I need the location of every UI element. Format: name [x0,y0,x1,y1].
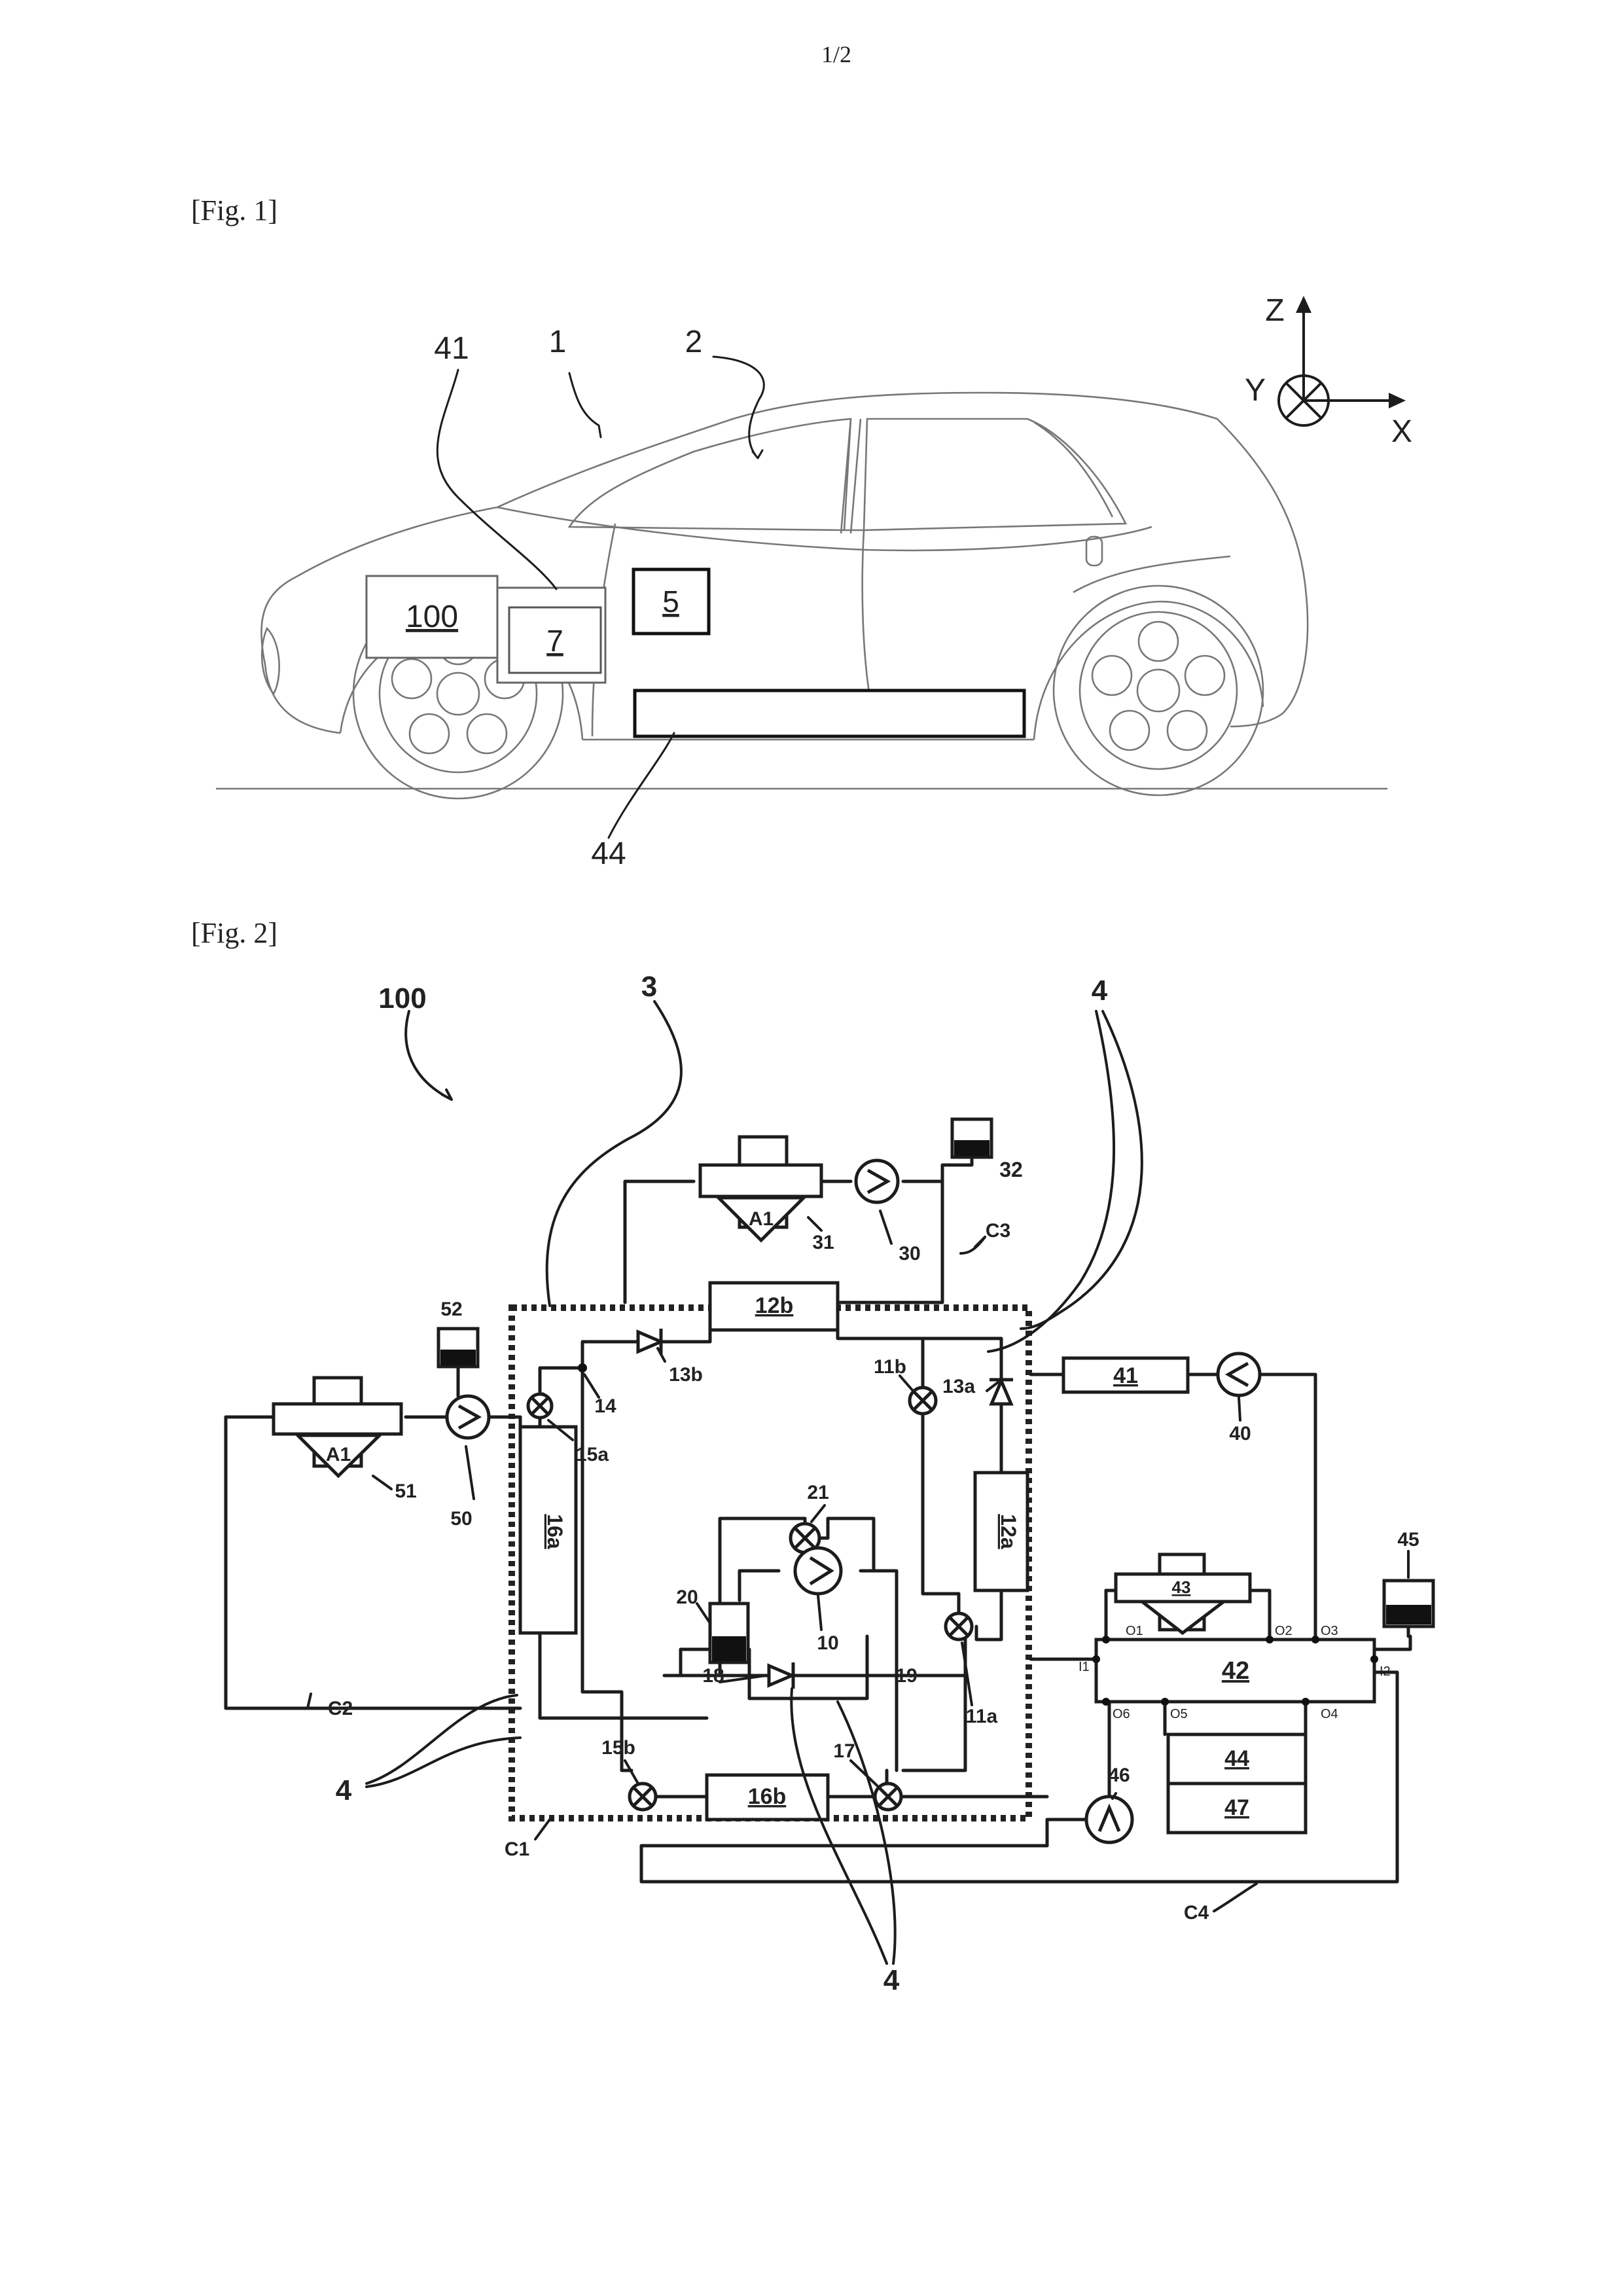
pump-30 [856,1160,898,1202]
heat-exchanger-43: 43 [1116,1554,1250,1633]
box-16a-label: 16a [543,1514,567,1549]
ref-21: 21 [807,1482,829,1503]
box-5-label: 5 [662,584,679,619]
ref-32: 32 [999,1158,1023,1181]
ref-c2: C2 [328,1698,353,1719]
ref-52: 52 [440,1299,462,1320]
exchanger-51-symbol: A1 [326,1444,351,1465]
axis-x-label: X [1391,414,1412,449]
port-i2-label: I2 [1380,1664,1391,1679]
check-valve-13b [638,1329,661,1355]
ref-1: 1 [549,325,567,359]
port-o1-label: O1 [1126,1624,1143,1638]
fig2-reference-labels: 100 3 4 32 31 30 C3 52 51 50 14 13b 15a … [328,971,1419,1996]
ref-51: 51 [395,1480,416,1502]
ref-50: 50 [450,1508,472,1530]
valve-17 [875,1784,901,1810]
ref-3: 3 [641,971,657,1003]
pump-40 [1218,1354,1260,1395]
heat-exchanger-31: A1 [700,1137,821,1240]
port-o6-label: O6 [1113,1707,1130,1721]
box-47-label: 47 [1224,1795,1249,1820]
ref-100: 100 [378,982,426,1014]
leader-44 [609,733,674,838]
ref-31: 31 [812,1232,834,1253]
ref-c4: C4 [1184,1902,1209,1924]
heat-exchanger-51: A1 [274,1378,401,1476]
ref-c3: C3 [986,1220,1010,1242]
check-valve-13a [990,1365,1013,1404]
box-44-label: 44 [1224,1746,1249,1771]
leader-1 [569,373,601,437]
axis-y-label: Y [1245,373,1266,408]
ref-2: 2 [685,325,703,359]
check-valve-18 [769,1662,793,1689]
leader-41 [437,370,556,589]
ref-20: 20 [676,1587,698,1608]
ref-4-bottom: 4 [883,1964,900,1996]
reservoir-52 [438,1329,478,1367]
pump-50 [447,1396,489,1438]
ref-30: 30 [899,1243,920,1265]
port-o5-label: O5 [1170,1707,1188,1721]
ref-13a: 13a [942,1376,975,1397]
port-o3-label: O3 [1321,1624,1338,1638]
box-7-label: 7 [546,624,563,658]
port-o2-label: O2 [1275,1624,1293,1638]
ref-15a: 15a [576,1444,609,1465]
figure-2-drawing: A1 12b [0,942,1623,2022]
ref-4-left: 4 [336,1774,352,1806]
ref-4-top: 4 [1092,975,1108,1007]
ref-45: 45 [1397,1529,1419,1551]
box-41-label: 41 [1113,1363,1138,1388]
ref-13b: 13b [669,1364,703,1386]
ref-11a: 11a [966,1706,998,1727]
valve-15a [528,1394,552,1418]
port-o4-label: O4 [1321,1707,1338,1721]
ref-44: 44 [591,836,626,871]
junction-14 [578,1363,587,1372]
box-100-label: 100 [406,600,458,634]
axis-z-label: Z [1265,293,1284,328]
axis-indicator: Z Y X [1245,293,1412,449]
box-16b-label: 16b [748,1784,787,1809]
ref-40: 40 [1229,1423,1251,1444]
ref-46: 46 [1108,1765,1130,1786]
valve-15b [630,1784,656,1810]
rear-wheel [1054,586,1263,795]
port-i1-label: I1 [1079,1660,1090,1674]
ref-18: 18 [702,1665,724,1687]
accumulator-20 [710,1604,748,1662]
box-12a-label: 12a [997,1514,1020,1549]
ref-10: 10 [817,1632,838,1654]
ref-17: 17 [833,1740,855,1762]
box-43-label: 43 [1172,1577,1191,1597]
valve-11a [946,1613,972,1640]
ref-41: 41 [434,331,469,366]
box-44-battery [635,691,1024,736]
ref-c1: C1 [505,1839,529,1860]
reservoir-45 [1384,1581,1433,1636]
figure-1-drawing: 100 7 5 41 1 2 44 Z Y X [0,0,1623,916]
pump-46 [1086,1797,1132,1842]
car-outline [261,393,1308,740]
reservoir-32 [952,1119,991,1165]
ref-15b: 15b [601,1737,635,1759]
exchanger-31-symbol: A1 [749,1208,774,1230]
compressor-10 [795,1548,841,1594]
ref-14: 14 [594,1395,616,1417]
box-42-label: 42 [1222,1657,1249,1685]
ref-11b: 11b [874,1356,906,1378]
box-12b-label: 12b [755,1293,794,1318]
ref-19: 19 [895,1665,917,1687]
